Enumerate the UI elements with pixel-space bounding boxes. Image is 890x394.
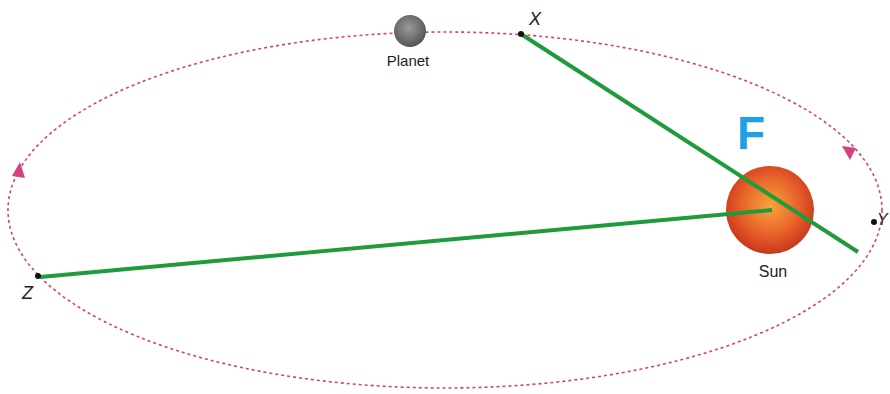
orbit-point [871,219,877,225]
orbit-arrow [842,146,856,160]
orbit-arrow [12,162,25,178]
orbit-point [518,31,524,37]
planet-label: Planet [387,53,430,68]
focus-label: F [737,110,765,156]
point-label: Z [22,284,33,302]
sun-label: Sun [759,264,787,280]
point-label: Y [877,212,888,228]
orbit-path [8,32,882,388]
orbit-point [35,273,41,279]
radius-line [40,210,772,277]
point-label: X [529,10,541,28]
planet-body [394,15,426,47]
